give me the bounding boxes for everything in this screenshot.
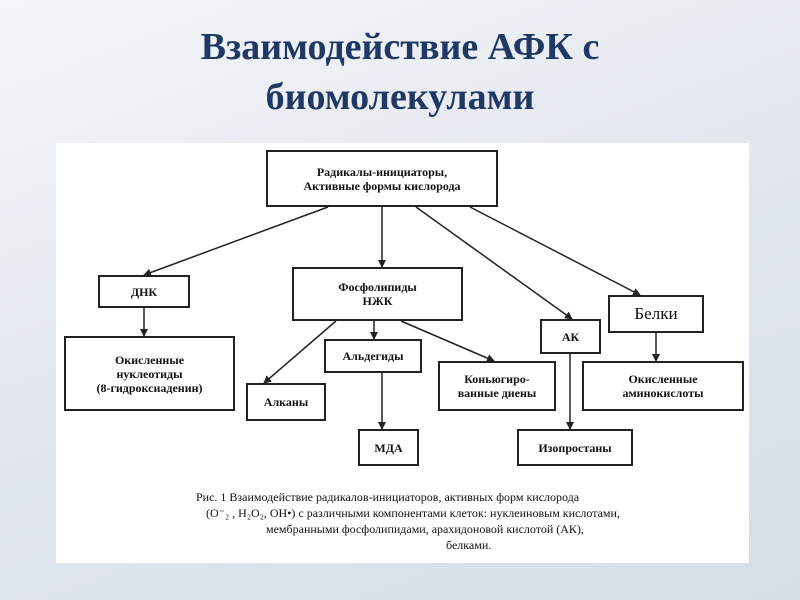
arrow-phospho-to-alkanes xyxy=(263,320,337,384)
box-conjugated-dienes-line-1: Коньюгиро- xyxy=(464,372,530,386)
box-alkanes: Алканы xyxy=(246,383,326,421)
diagram-connectors xyxy=(140,206,660,430)
box-oxidized-nucleotides-line-3: (8-гидроксиаденин) xyxy=(96,380,203,395)
box-dna-label: ДНК xyxy=(130,284,158,299)
box-aldehydes-label: Альдегиды xyxy=(342,349,404,363)
box-mda: МДА xyxy=(358,429,419,466)
box-oxidized-nucleotides: Окисленные нуклеотиды (8-гидроксиаденин) xyxy=(64,336,235,411)
box-phospholipids-line-1: Фосфолипиды xyxy=(338,280,417,294)
box-alkanes-label: Алканы xyxy=(263,395,309,409)
box-oxidized-nucleotides-line-2: нуклеотиды xyxy=(116,366,183,381)
caption-line-4: белками. xyxy=(446,538,492,552)
diagram-panel: Радикалы-инициаторы, Активные формы кисл… xyxy=(56,143,749,563)
box-isoprostanes: Изопростаны xyxy=(517,429,633,466)
slide-title: Взаимодействие АФК с биомолекулами xyxy=(0,22,800,122)
box-oxidized-amino-acids-line-1: Окисленные xyxy=(628,372,698,386)
box-conjugated-dienes-line-2: ванные диены xyxy=(457,386,537,400)
box-dna: ДНК xyxy=(98,275,190,308)
box-phospholipids-line-2: НЖК xyxy=(362,294,393,308)
figure-caption: Рис. 1 Взаимодействие радикалов-инициато… xyxy=(196,489,741,553)
caption-line-1: Рис. 1 Взаимодействие радикалов-инициато… xyxy=(196,490,580,504)
box-oxidized-amino-acids: Окисленные аминокислоты xyxy=(582,361,744,411)
box-oxidized-amino-acids-line-2: аминокислоты xyxy=(622,386,704,400)
box-oxidized-nucleotides-line-1: Окисленные xyxy=(114,352,185,367)
box-proteins: Белки xyxy=(608,295,704,333)
box-aldehydes: Альдегиды xyxy=(324,339,422,373)
box-isoprostanes-label: Изопростаны xyxy=(538,440,612,455)
box-phospholipids: Фосфолипиды НЖК xyxy=(292,267,463,321)
box-proteins-label: Белки xyxy=(634,304,678,323)
arrow-phospho-to-dienes xyxy=(400,320,495,362)
box-conjugated-dienes: Коньюгиро- ванные диены xyxy=(438,361,556,411)
arrow-root-to-ak xyxy=(415,206,573,320)
caption-line-3: мембранными фосфолипидами, арахидоновой … xyxy=(266,522,584,536)
caption-line-2: (О⁻₂ , Н₂О₂, ОН•) с различными компонент… xyxy=(206,506,620,520)
box-ak: АК xyxy=(540,319,601,354)
arrow-root-to-dna xyxy=(143,206,329,277)
box-radical-initiators-line-1: Радикалы-инициаторы, xyxy=(316,164,448,179)
slide-title-line-2: биомолекулами xyxy=(265,76,535,118)
slide-title-line-1: Взаимодействие АФК с xyxy=(200,26,600,68)
box-ak-label: АК xyxy=(561,329,580,344)
box-radical-initiators-line-2: Активные формы кислорода xyxy=(303,178,461,193)
box-radical-initiators: Радикалы-инициаторы, Активные формы кисл… xyxy=(266,150,498,207)
arrow-root-to-proteins xyxy=(469,206,641,296)
box-mda-label: МДА xyxy=(374,440,403,455)
